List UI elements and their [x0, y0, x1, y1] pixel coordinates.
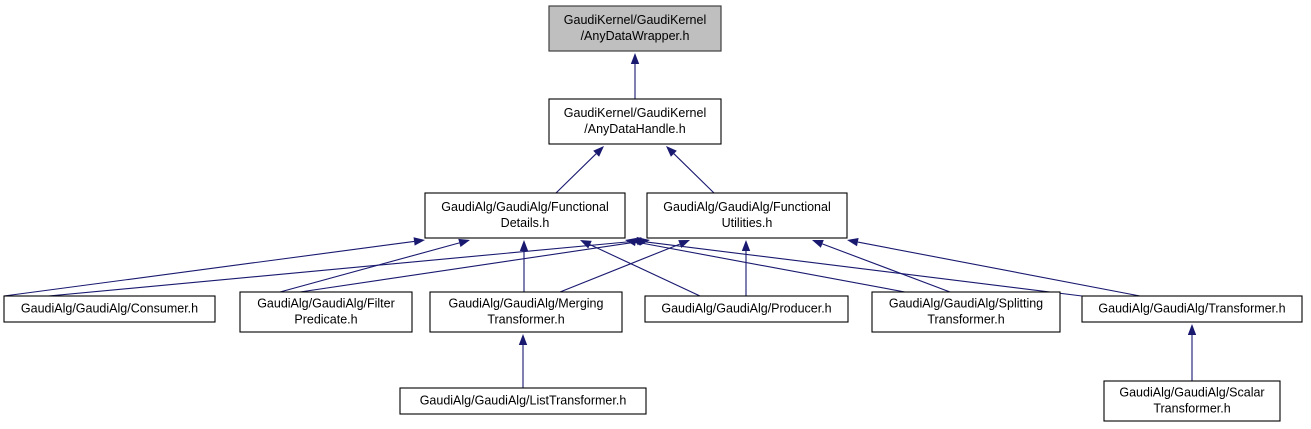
- edge-producer-to-functionalutilities: [741, 240, 751, 296]
- node-label: Transformer.h: [487, 312, 564, 326]
- edge-scalartransformer-to-transformer: [1187, 324, 1197, 381]
- edge-consumer-to-functionaldetails: [3, 237, 425, 297]
- node-label: GaudiAlg/GaudiAlg/Splitting: [889, 296, 1043, 310]
- edge-splittingtransformer-to-functionaldetails: [625, 237, 906, 293]
- node-producer[interactable]: GaudiAlg/GaudiAlg/Producer.h: [644, 295, 849, 323]
- edge-producer-to-functionaldetails: [580, 240, 701, 297]
- node-label: GaudiAlg/GaudiAlg/Consumer.h: [21, 301, 198, 315]
- node-label: Utilities.h: [722, 216, 773, 230]
- node-label: GaudiAlg/GaudiAlg/Scalar: [1119, 385, 1264, 399]
- node-consumer[interactable]: GaudiAlg/GaudiAlg/Consumer.h: [3, 295, 216, 323]
- node-transformer[interactable]: GaudiAlg/GaudiAlg/Transformer.h: [1081, 295, 1303, 323]
- node-label: GaudiAlg/GaudiAlg/ListTransformer.h: [420, 393, 627, 407]
- node-label: Predicate.h: [294, 312, 357, 326]
- edge-transformer-to-functionaldetails: [630, 237, 1083, 297]
- edge-consumer-to-functionalutilities: [5, 236, 648, 301]
- edge-anydatahandle-to-anydatawrapper: [630, 53, 640, 99]
- node-label: Transformer.h: [1153, 401, 1230, 415]
- node-anydatahandle[interactable]: GaudiKernel/GaudiKernel/AnyDataHandle.h: [548, 98, 722, 145]
- node-label: Details.h: [501, 216, 550, 230]
- node-label: /AnyDataWrapper.h: [581, 29, 690, 43]
- edge-mergingtransformer-to-functionaldetails: [519, 240, 529, 292]
- node-listtransformer[interactable]: GaudiAlg/GaudiAlg/ListTransformer.h: [399, 387, 647, 415]
- node-label: GaudiAlg/GaudiAlg/Filter: [257, 296, 395, 310]
- edge-mergingtransformer-to-functionalutilities: [559, 240, 690, 293]
- node-label: Transformer.h: [927, 312, 1004, 326]
- node-label: GaudiKernel/GaudiKernel: [564, 13, 706, 27]
- edge-functionaldetails-to-anydatahandle: [555, 146, 604, 194]
- node-label: GaudiAlg/GaudiAlg/Producer.h: [661, 301, 831, 315]
- edge-listtransformer-to-mergingtransformer: [518, 334, 528, 388]
- edge-functionalutilities-to-anydatahandle: [666, 146, 715, 194]
- node-anydatawrapper[interactable]: GaudiKernel/GaudiKernel/AnyDataWrapper.h: [548, 5, 722, 52]
- node-label: GaudiAlg/GaudiAlg/Functional: [663, 200, 830, 214]
- edge-splittingtransformer-to-functionalutilities: [812, 239, 951, 293]
- node-label: GaudiAlg/GaudiAlg/Transformer.h: [1098, 301, 1285, 315]
- node-label: GaudiAlg/GaudiAlg/Merging: [449, 296, 604, 310]
- edges-layer: [3, 53, 1197, 388]
- edge-transformer-to-functionalutilities: [847, 237, 1141, 297]
- node-label: GaudiKernel/GaudiKernel: [564, 106, 706, 120]
- node-label: /AnyDataHandle.h: [584, 122, 686, 136]
- node-label: GaudiAlg/GaudiAlg/Functional: [441, 200, 608, 214]
- edge-filterpredicate-to-functionaldetails: [279, 238, 470, 293]
- edge-filterpredicate-to-functionalutilities: [299, 237, 650, 293]
- nodes-layer: GaudiKernel/GaudiKernel/AnyDataWrapper.h…: [3, 5, 1303, 422]
